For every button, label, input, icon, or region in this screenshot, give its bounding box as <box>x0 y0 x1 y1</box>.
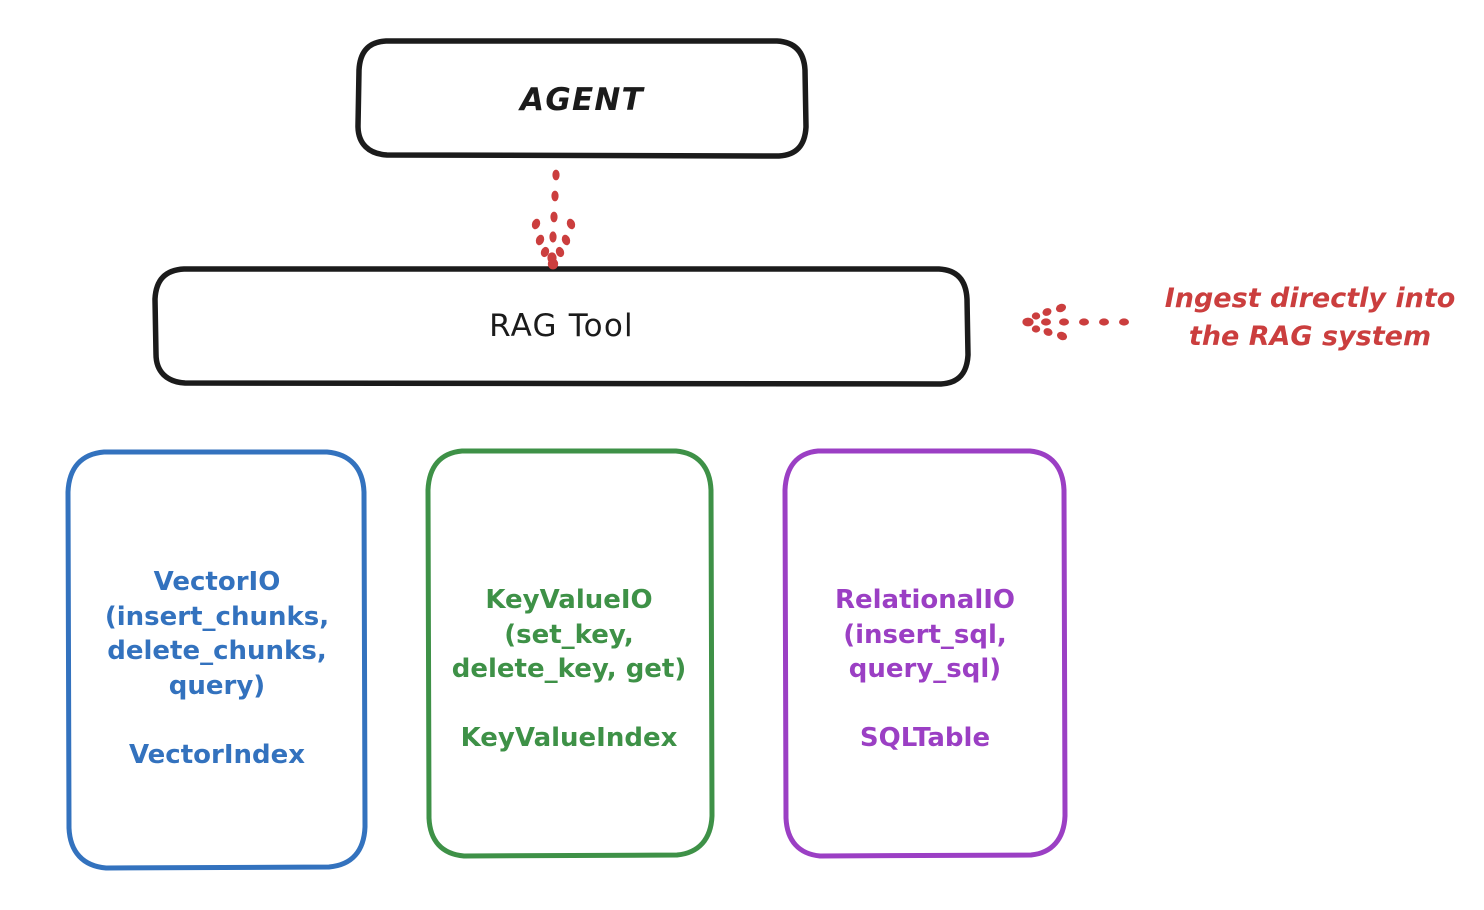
rag-tool-node-label: RAG Tool <box>489 308 634 344</box>
key-value-io-node-label: KeyValueIO (set_key, delete_key, get) Ke… <box>424 548 714 791</box>
sql-table-text: SQLTable <box>859 723 991 754</box>
key-value-io-methods-text: KeyValueIO (set_key, delete_key, get) <box>451 584 687 685</box>
key-value-index-text: KeyValueIndex <box>460 723 678 754</box>
ingest-annotation-arrow <box>1022 303 1129 341</box>
relational-io-node-label: RelationalIO (insert_sql, query_sql) SQL… <box>782 548 1068 791</box>
relational-io-methods-text: RelationalIO (insert_sql, query_sql) <box>834 584 1016 685</box>
vector-io-methods-text: VectorIO (insert_chunks, delete_chunks, … <box>104 566 330 702</box>
rag-tool-box[interactable] <box>152 266 971 387</box>
vector-index-text: VectorIndex <box>128 740 306 771</box>
vector-io-box[interactable] <box>65 449 368 871</box>
agent-box[interactable] <box>355 38 809 159</box>
vector-io-node-label: VectorIO (insert_chunks, delete_chunks, … <box>68 530 366 808</box>
ingest-annotation-text: Ingest directly into the RAG system <box>1164 283 1456 353</box>
agent-to-rag-arrow <box>531 169 576 270</box>
agent-node-label: AGENT <box>520 82 644 118</box>
relational-io-box[interactable] <box>782 448 1068 859</box>
key-value-io-box[interactable] <box>425 448 715 859</box>
